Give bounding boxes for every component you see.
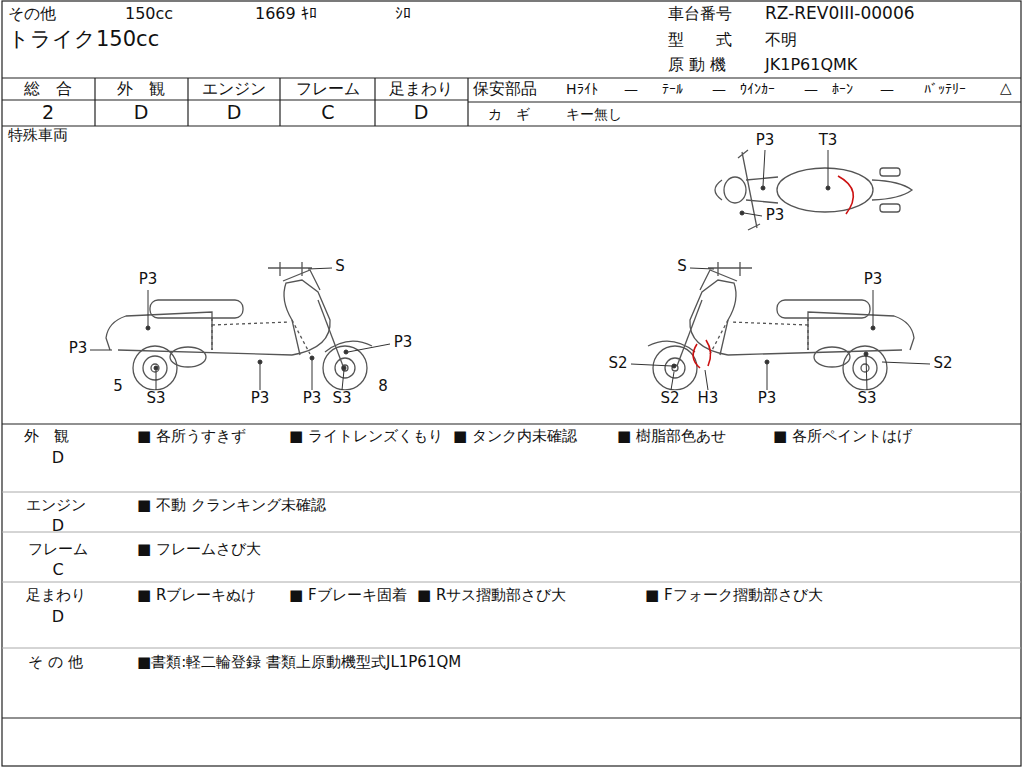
- item-text: ﾃｰﾙ: [662, 81, 683, 97]
- callout-code: S: [676, 258, 688, 275]
- callout-code: P3: [250, 390, 271, 407]
- remark-text: ■ 各所うすきず: [137, 428, 246, 445]
- header-field: ｼﾛ: [395, 5, 411, 23]
- callout-code: P3: [302, 390, 323, 407]
- grade-cell: C: [321, 102, 334, 124]
- callout-code: P3: [393, 334, 414, 351]
- grade-cell: 2: [42, 102, 54, 124]
- grade-cell: D: [227, 102, 242, 124]
- header-field: 150cc: [125, 5, 173, 23]
- remark-text: ■ タンク内未確認: [453, 428, 577, 445]
- callout-code: S3: [856, 390, 877, 407]
- remark-text: D: [52, 608, 64, 626]
- callout-code: H3: [697, 390, 720, 407]
- header-field: その他: [8, 5, 56, 23]
- header-field: JK1P61QMK: [765, 56, 857, 74]
- item-text: —: [880, 81, 894, 97]
- header-field: トライク150cc: [8, 27, 159, 51]
- item-text: Hﾗｲﾄ: [566, 81, 598, 97]
- callout-code: S3: [331, 390, 352, 407]
- remark-text: D: [52, 517, 64, 535]
- remark-text: 足まわり: [26, 587, 86, 604]
- item-text: —: [804, 81, 818, 97]
- callout-code: S: [334, 258, 346, 275]
- remark-text: ■ フレームさび大: [137, 541, 261, 558]
- remark-text: C: [52, 561, 63, 579]
- callout-code: S2: [607, 355, 628, 372]
- grade-cell: 総 合: [24, 80, 72, 98]
- item-text: カ ギ: [488, 106, 530, 122]
- remark-text: ■ Rブレーキぬけ: [137, 587, 256, 604]
- item-text: —: [624, 81, 638, 97]
- grade-cell: エンジン: [202, 80, 266, 98]
- item-text: ﾎｰﾝ: [832, 81, 853, 97]
- callout-code: P3: [68, 340, 89, 357]
- header-field: 原 動 機: [668, 56, 726, 74]
- item-text: キー無し: [566, 106, 622, 122]
- remark-text: ■ ライトレンズくもり: [289, 428, 443, 445]
- remark-text: 外 観: [24, 428, 69, 445]
- item-text: 保安部品: [473, 80, 537, 98]
- grade-cell: D: [414, 102, 429, 124]
- remark-text: D: [52, 449, 64, 467]
- header-field: 1669 ｷﾛ: [255, 5, 317, 23]
- header-field: 車台番号: [668, 5, 732, 23]
- remark-text: ■ 樹脂部色あせ: [617, 428, 726, 445]
- grade-cell: 外 観: [117, 80, 165, 98]
- item-text: △: [1000, 80, 1012, 97]
- callout-code: S3: [145, 390, 166, 407]
- callout-code: P3: [755, 132, 776, 149]
- callout-code: P3: [765, 207, 786, 224]
- remark-text: ■書類:軽二輪登録 書類上原動機型式JL1P61QM: [137, 654, 461, 671]
- remark-text: ■ Fブレーキ固着: [289, 587, 407, 604]
- remark-text: ■ 各所ペイントはげ: [773, 428, 912, 445]
- callout-code: S2: [659, 390, 680, 407]
- callout-code: 5: [112, 378, 124, 395]
- remark-text: フレーム: [28, 541, 88, 558]
- header-field: 型 式: [668, 31, 732, 49]
- remark-text: ■ Fフォーク摺動部さび大: [645, 587, 823, 604]
- header-field: RZ-REV0III-00006: [765, 4, 915, 24]
- remark-text: ■ 不動 クランキング未確認: [137, 497, 326, 514]
- remark-text: エンジン: [26, 497, 86, 514]
- remark-text: ■ Rサス摺動部さび大: [417, 587, 566, 604]
- callout-code: P3: [863, 271, 884, 288]
- item-text: ｳｲﾝｶｰ: [740, 81, 775, 97]
- callout-code: T3: [818, 132, 839, 149]
- remark-text: そ の 他: [28, 654, 83, 671]
- grade-cell: D: [134, 102, 149, 124]
- callout-code: S2: [932, 355, 953, 372]
- callout-code: P3: [138, 271, 159, 288]
- grade-cell: フレーム: [296, 80, 360, 98]
- item-text: 特殊車両: [8, 127, 68, 144]
- item-text: ﾊﾞｯﾃﾘｰ: [924, 81, 966, 97]
- grade-cell: 足まわり: [389, 80, 453, 98]
- callout-code: P3: [757, 390, 778, 407]
- callout-code: 8: [377, 378, 389, 395]
- header-field: 不明: [765, 31, 797, 49]
- item-text: —: [712, 81, 726, 97]
